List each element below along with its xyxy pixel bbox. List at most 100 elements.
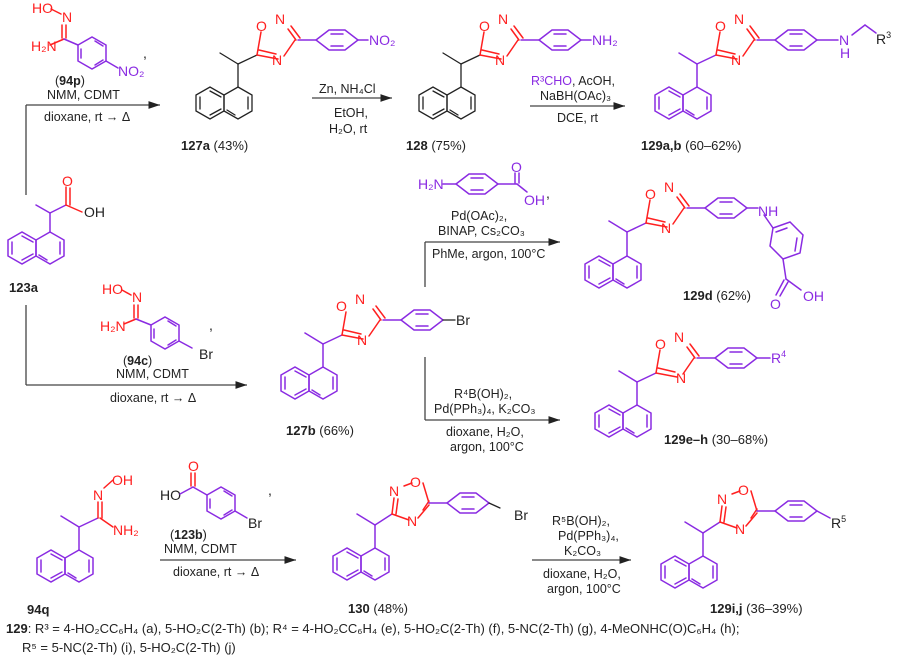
svg-text:N: N bbox=[498, 11, 508, 27]
svg-text:N: N bbox=[839, 32, 849, 48]
yield-130: (48%) bbox=[373, 601, 408, 616]
svg-text:N: N bbox=[272, 52, 282, 68]
step1a-condition-above: NMM, CDMT bbox=[47, 88, 120, 102]
svg-text:129e–h (30–68%): 129e–h (30–68%) bbox=[664, 432, 768, 447]
compound-129eh: O N N R4 129e–h (30–68%) bbox=[594, 329, 786, 447]
step5-condition-above-1: R⁴B(OH)₂, bbox=[454, 387, 512, 401]
compound-label-127a: 127a bbox=[181, 138, 211, 153]
step6-condition-above: NMM, CDMT bbox=[164, 542, 237, 556]
yield-127a: (43%) bbox=[214, 138, 249, 153]
yield-129eh: (30–68%) bbox=[712, 432, 768, 447]
svg-text:NaBH(OAc)₃: NaBH(OAc)₃ bbox=[540, 89, 611, 103]
svg-text:N: N bbox=[717, 491, 727, 507]
svg-text:,: , bbox=[209, 317, 213, 333]
svg-text:Br: Br bbox=[456, 312, 470, 328]
step5-condition-above-2: Pd(PPh₃)₄, K₂CO₃ bbox=[434, 402, 535, 416]
svg-text:(94c): (94c) bbox=[123, 354, 152, 368]
svg-text:129a,b (60–62%): 129a,b (60–62%) bbox=[641, 138, 741, 153]
svg-text:O: O bbox=[336, 298, 347, 314]
svg-text:O: O bbox=[738, 482, 749, 498]
svg-text:EtOH,: EtOH, bbox=[334, 106, 368, 120]
step1a-condition-below: dioxane, rt → Δ bbox=[44, 110, 130, 124]
yield-127b: (66%) bbox=[319, 423, 354, 438]
compound-label-128: 128 bbox=[406, 138, 428, 153]
svg-text:,: , bbox=[546, 185, 550, 201]
svg-text:NH: NH bbox=[758, 203, 778, 219]
svg-text:N: N bbox=[93, 487, 103, 503]
step5-condition-below-2: argon, 100°C bbox=[450, 440, 524, 454]
svg-text:R5: R5 bbox=[831, 514, 846, 531]
svg-text:H₂O, rt: H₂O, rt bbox=[329, 122, 368, 136]
yield-129d: (62%) bbox=[716, 288, 751, 303]
svg-text:H₂N: H₂N bbox=[100, 318, 126, 334]
footnote-line-2: R⁵ = 5-NC(2-Th) (i), 5-HO₂C(2-Th) (j) bbox=[22, 640, 236, 655]
svg-text:127a (43%): 127a (43%) bbox=[181, 138, 248, 153]
svg-text:OH: OH bbox=[112, 472, 133, 488]
step3-condition-above: R³CHO, AcOH, bbox=[531, 74, 615, 88]
step7-condition-above-3: K₂CO₃ bbox=[564, 544, 601, 558]
svg-text:R4: R4 bbox=[771, 349, 786, 366]
svg-text:,: , bbox=[143, 45, 147, 61]
svg-text:130 (48%): 130 (48%) bbox=[348, 601, 408, 616]
svg-text:NO₂: NO₂ bbox=[369, 32, 395, 48]
svg-text:129d (62%): 129d (62%) bbox=[683, 288, 751, 303]
svg-text:N: N bbox=[674, 329, 684, 345]
step1b-condition-below: dioxane, rt → Δ bbox=[110, 391, 196, 405]
step4-condition-below: PhMe, argon, 100°C bbox=[432, 247, 545, 261]
svg-text:N: N bbox=[62, 9, 72, 25]
step2-condition-above: Zn, NH₄Cl bbox=[319, 82, 376, 96]
svg-text:Br: Br bbox=[514, 507, 528, 523]
svg-text:DCE, rt: DCE, rt bbox=[557, 111, 599, 125]
compound-127a: O N N NO₂ 127a (43%) bbox=[181, 11, 395, 153]
footnote-line-1: 129: R³ = 4-HO₂CC₆H₄ (a), 5-HO₂C(2-Th) (… bbox=[6, 621, 740, 636]
svg-text:127b (66%): 127b (66%) bbox=[286, 423, 354, 438]
svg-text:O: O bbox=[511, 159, 522, 175]
svg-text:N: N bbox=[495, 52, 505, 68]
svg-text:HO: HO bbox=[102, 281, 123, 297]
svg-text:Br: Br bbox=[199, 346, 213, 362]
reagent-123b: HO O Br , bbox=[160, 458, 272, 531]
svg-text:N: N bbox=[357, 332, 367, 348]
svg-text:O: O bbox=[410, 474, 421, 490]
svg-text:N: N bbox=[407, 513, 417, 529]
svg-text:,: , bbox=[268, 482, 272, 498]
compound-129ab: O N N N H R3 129a,b (60–62%) bbox=[641, 11, 891, 153]
step4-condition-above-1: Pd(OAc)₂, bbox=[451, 209, 507, 223]
svg-text:N: N bbox=[275, 11, 285, 27]
yield-129ab: (60–62%) bbox=[685, 138, 741, 153]
svg-text:N: N bbox=[735, 521, 745, 537]
compound-128: O N N NH₂ 128 (75%) bbox=[406, 11, 618, 153]
compound-129ij: N O N R5 129i,j (36–39%) bbox=[660, 482, 846, 616]
step7-condition-below-1: dioxane, H₂O, bbox=[543, 567, 621, 581]
svg-text:O: O bbox=[62, 173, 73, 189]
compound-label-129d: 129d bbox=[683, 288, 713, 303]
svg-text:129i,j (36–39%): 129i,j (36–39%) bbox=[710, 601, 803, 616]
compound-label-123a: 123a bbox=[9, 280, 39, 295]
step6-condition-below: dioxane, rt → Δ bbox=[173, 565, 259, 579]
compound-label-129ab: 129a,b bbox=[641, 138, 682, 153]
svg-text:NH₂: NH₂ bbox=[113, 522, 139, 538]
svg-text:OH: OH bbox=[803, 288, 824, 304]
svg-text:O: O bbox=[715, 18, 726, 34]
svg-text:Br: Br bbox=[248, 515, 262, 531]
svg-text:OH: OH bbox=[524, 192, 545, 208]
svg-text:N: N bbox=[731, 52, 741, 68]
reagent-94p: HO N H₂N NO₂ , bbox=[31, 0, 147, 79]
step1b-condition-above: NMM, CDMT bbox=[116, 367, 189, 381]
svg-text:N: N bbox=[132, 289, 142, 305]
compound-label-130: 130 bbox=[348, 601, 370, 616]
compound-label-129ij: 129i,j bbox=[710, 601, 743, 616]
svg-text:O: O bbox=[645, 186, 656, 202]
svg-text:R3: R3 bbox=[876, 30, 891, 47]
svg-text:N: N bbox=[355, 291, 365, 307]
reagent-94c: HO N H₂N Br , bbox=[100, 281, 213, 362]
svg-text:O: O bbox=[256, 18, 267, 34]
svg-text:NO₂: NO₂ bbox=[118, 63, 144, 79]
svg-text:N: N bbox=[734, 11, 744, 27]
svg-text:N: N bbox=[676, 370, 686, 386]
svg-text:O: O bbox=[770, 296, 781, 312]
svg-text:128 (75%): 128 (75%) bbox=[406, 138, 466, 153]
yield-128: (75%) bbox=[431, 138, 466, 153]
compound-127b: O N N Br 127b (66%) bbox=[280, 291, 470, 438]
